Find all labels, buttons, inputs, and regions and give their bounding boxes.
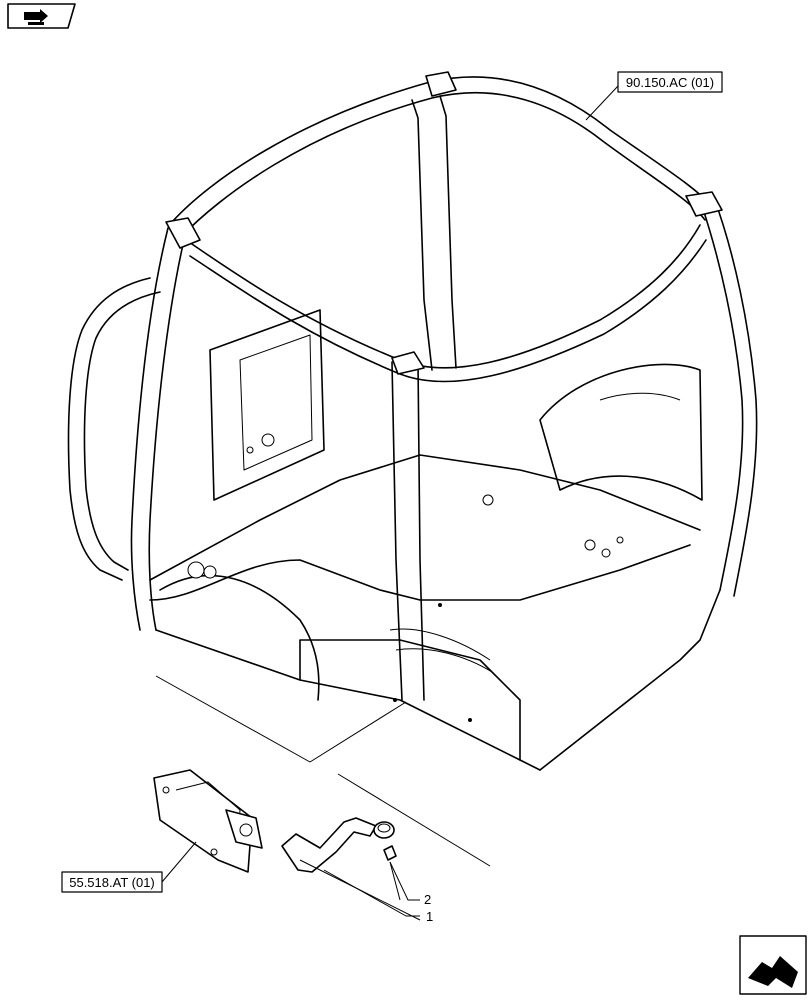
reference-label-heater[interactable]: 55.518.AT (01) [61, 841, 197, 893]
callout-2-label: 2 [424, 892, 431, 907]
callout-1: 1 [323, 869, 433, 924]
next-page-arrow-icon[interactable] [739, 935, 807, 995]
heater-assembly [153, 769, 263, 873]
callout-2: 2 [389, 861, 431, 907]
air-duct-hose [281, 817, 395, 873]
hose-clamp [383, 845, 397, 861]
parts-diagram-tab-icon[interactable] [7, 3, 76, 29]
cab-frame [67, 71, 758, 771]
reference-label-cab-frame-text: 90.150.AC (01) [626, 75, 714, 90]
reference-label-heater-text: 55.518.AT (01) [69, 875, 155, 890]
reference-label-cab-frame[interactable]: 90.150.AC (01) [585, 71, 723, 121]
callout-1-label: 1 [426, 909, 433, 924]
